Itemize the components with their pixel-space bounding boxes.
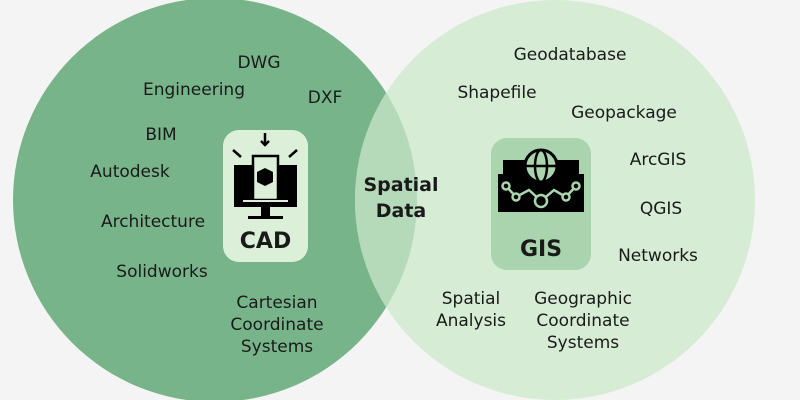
monitor-with-cube-icon	[232, 133, 298, 219]
cad-term: Autodesk	[90, 162, 170, 182]
cad-term: Engineering	[143, 80, 245, 100]
gis-label: GIS	[519, 237, 563, 262]
cad-term: Solidworks	[116, 262, 208, 282]
gis-term: Networks	[618, 246, 698, 266]
gis-term: Shapefile	[457, 83, 537, 103]
gis-term: Geographic Coordinate Systems	[534, 289, 632, 353]
overlap-label: Spatial Data	[363, 172, 438, 224]
cad-term: DXF	[307, 88, 343, 108]
gis-term: Geopackage	[571, 103, 677, 123]
cad-card: CAD	[223, 130, 308, 262]
cad-label: CAD	[239, 229, 292, 254]
overlap-label-line: Data	[375, 200, 427, 222]
cad-term: Architecture	[100, 212, 206, 232]
gis-term: Spatial Analysis	[435, 289, 507, 331]
cad-term: BIM	[145, 125, 177, 145]
cad-circle	[13, 0, 417, 400]
globe-network-map-icon	[498, 148, 584, 212]
gis-term: ArcGIS	[629, 150, 687, 170]
gis-card: GIS	[491, 138, 591, 270]
cad-term: Cartesian Coordinate Systems	[230, 293, 324, 357]
gis-term: Geodatabase	[513, 45, 627, 65]
gis-term: QGIS	[639, 199, 683, 219]
overlap-label-line: Spatial	[363, 174, 439, 196]
cad-term: DWG	[237, 53, 281, 73]
